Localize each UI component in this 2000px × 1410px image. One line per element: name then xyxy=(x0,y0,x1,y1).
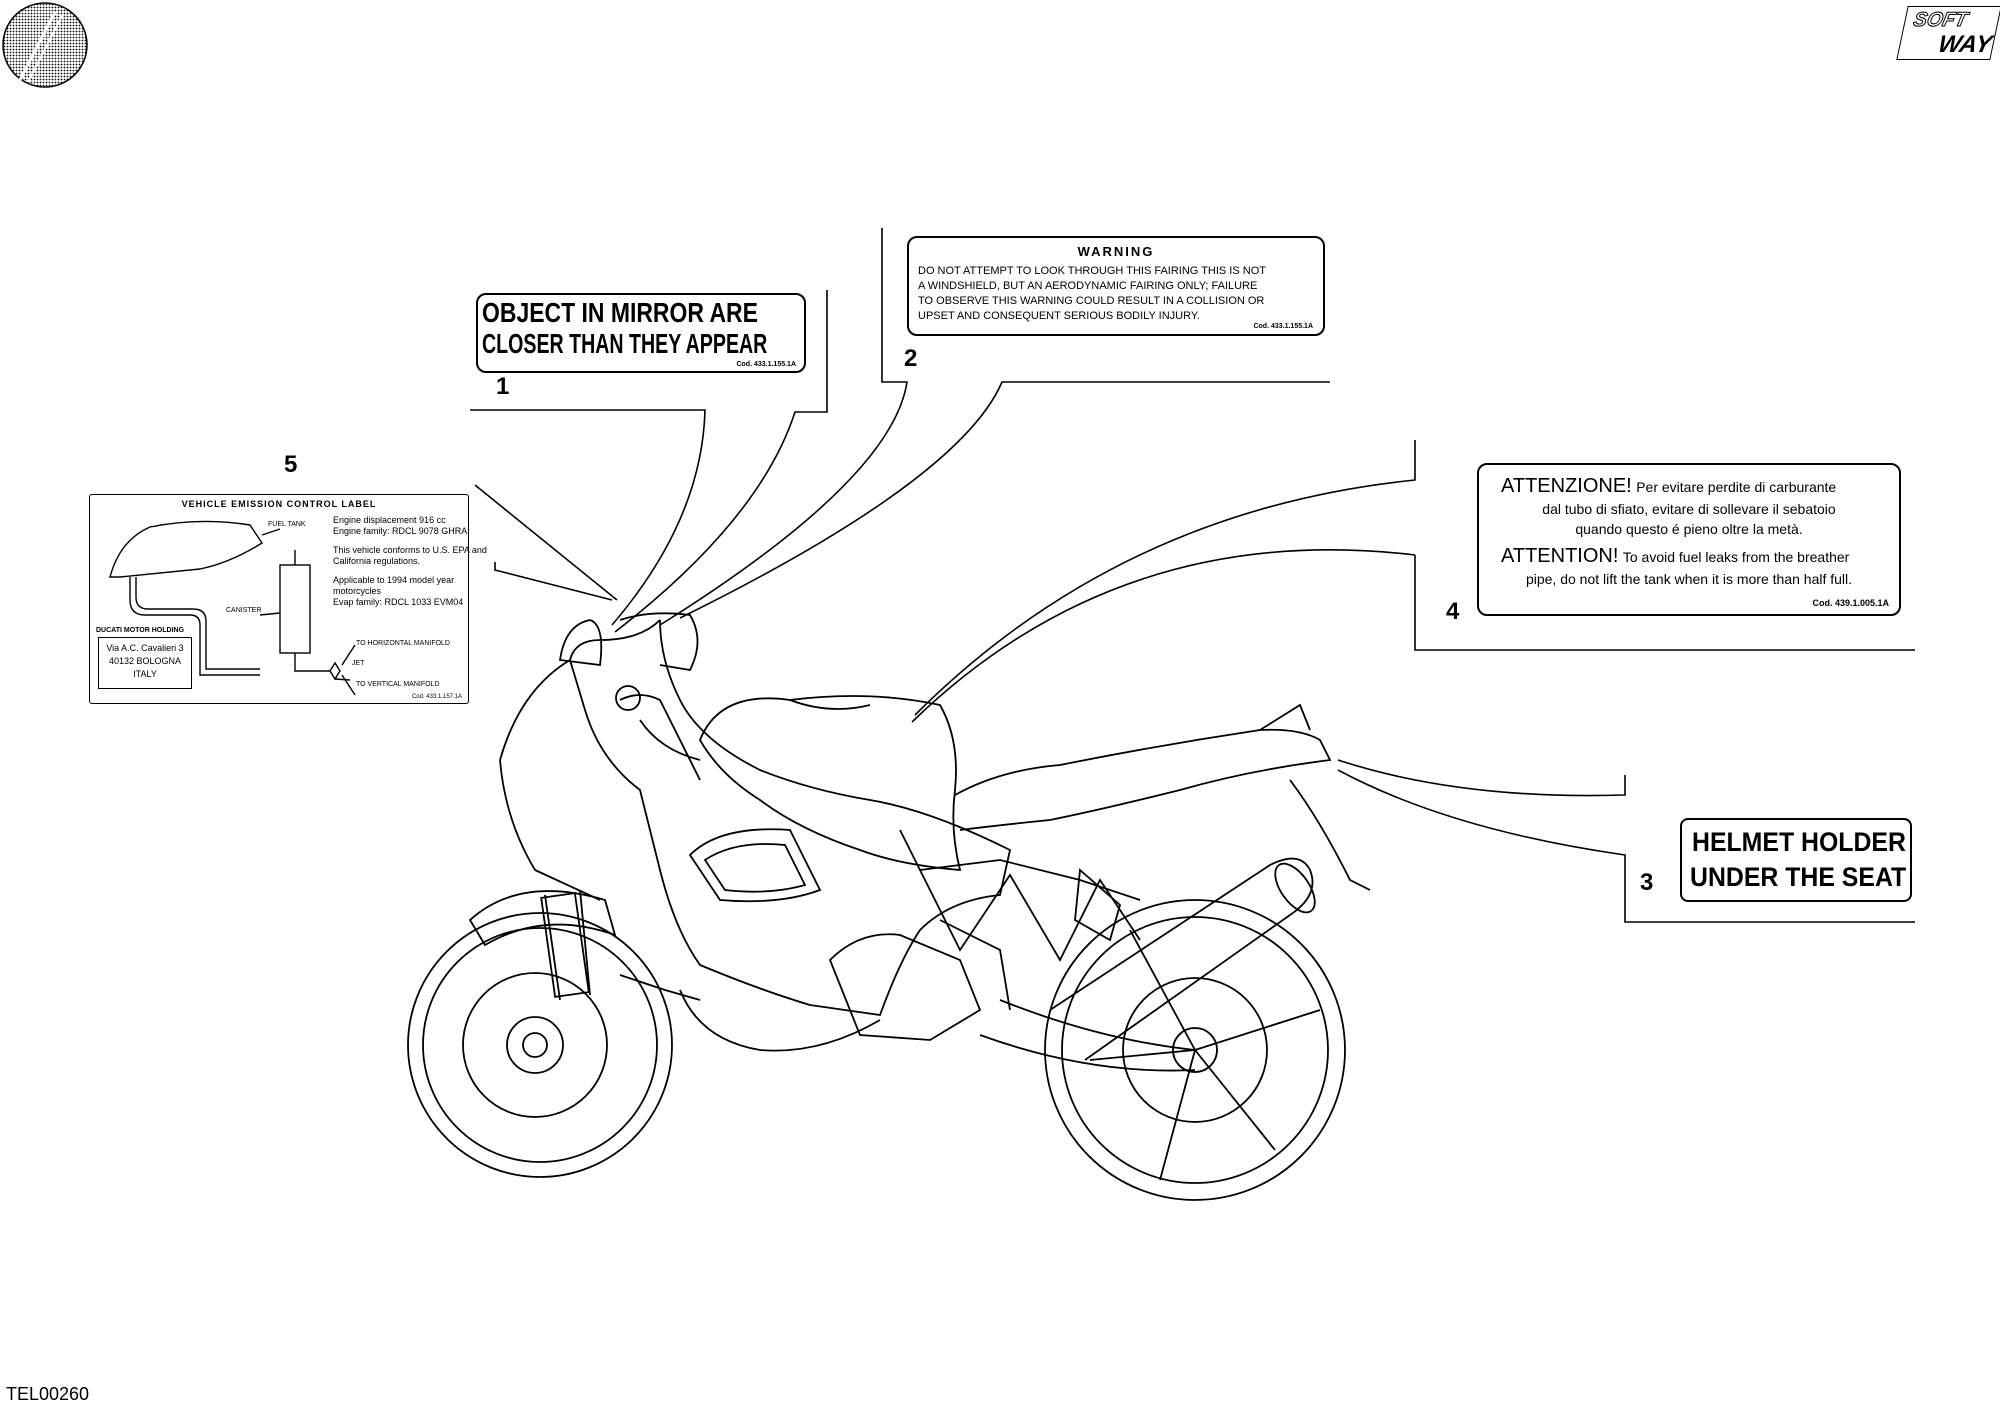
emission-label: VEHICLE EMISSION CONTROL LABEL FUEL TANK… xyxy=(89,494,487,704)
emission-engine-1: Engine displacement 916 cc xyxy=(333,515,446,525)
warning-title: WARNING xyxy=(1077,244,1155,259)
fuel-en-head: ATTENTION! xyxy=(1501,545,1619,567)
emission-address-box: Via A.C. Cavalieri 3 40132 BOLOGNA ITALY xyxy=(98,637,192,689)
mirror-label: OBJECT IN MIRROR ARE CLOSER THAN THEY AP… xyxy=(476,293,806,373)
emission-title: VEHICLE EMISSION CONTROL LABEL xyxy=(181,499,377,509)
fuel-it-line3: quando questo é pieno oltre la metà. xyxy=(1575,521,1803,537)
warning-line-4: UPSET AND CONSEQUENT SERIOUS BODILY INJU… xyxy=(918,310,1200,322)
callout-2: 2 xyxy=(904,345,918,372)
helmet-label: HELMET HOLDER UNDER THE SEAT xyxy=(1680,818,1912,902)
mirror-label-code: Cod. 433.1.155.1A xyxy=(736,361,796,368)
logo-disc xyxy=(2,2,88,88)
emission-canister-label: CANISTER xyxy=(226,607,262,614)
emission-applicable-3: Evap family: RDCL 1033 EVM04 xyxy=(333,597,464,607)
emission-address-2: 40132 BOLOGNA xyxy=(108,656,182,666)
emission-conform-1: This vehicle conforms to U.S. EPA and xyxy=(333,545,487,555)
mirror-label-line2: CLOSER THAN THEY APPEAR xyxy=(482,328,768,359)
emission-manifold-top: TO HORIZONTAL MANIFOLD xyxy=(356,640,450,647)
callout-3: 3 xyxy=(1640,869,1654,896)
warning-line-3: TO OBSERVE THIS WARNING COULD RESULT IN … xyxy=(918,295,1265,307)
emission-engine-2: Engine family: RDCL 9078 GHRA xyxy=(333,526,468,536)
emission-manifold-bottom: TO VERTICAL MANIFOLD xyxy=(356,681,440,688)
emission-tank-label: FUEL TANK xyxy=(268,521,306,528)
warning-line-1: DO NOT ATTEMPT TO LOOK THROUGH THIS FAIR… xyxy=(918,265,1266,277)
drawing-code: TEL00260 xyxy=(6,1384,90,1404)
callout-1: 1 xyxy=(496,373,510,400)
helmet-label-line2: UNDER THE SEAT xyxy=(1690,862,1907,892)
motorcycle-outline xyxy=(407,612,1371,1201)
emission-jet: JET xyxy=(352,660,365,667)
fuel-it-row1: ATTENZIONE! Per evitare perdite di carbu… xyxy=(1501,475,1836,498)
callout-4: 4 xyxy=(1446,598,1460,625)
fuel-it-head: ATTENZIONE! xyxy=(1501,475,1632,497)
warning-label: WARNING DO NOT ATTEMPT TO LOOK THROUGH T… xyxy=(907,236,1325,336)
emission-conform-2: California regulations. xyxy=(333,556,421,566)
brand-badge-line2: WAY xyxy=(1935,31,1995,58)
fuel-en-row1: ATTENTION! To avoid fuel leaks from the … xyxy=(1501,545,1849,568)
callout-5: 5 xyxy=(284,451,298,478)
emission-applicable-1: Applicable to 1994 model year xyxy=(333,575,455,585)
emission-address-1: Via A.C. Cavalieri 3 xyxy=(106,643,184,653)
mirror-label-line1: OBJECT IN MIRROR ARE xyxy=(482,297,758,328)
fuel-label: ATTENZIONE! Per evitare perdite di carbu… xyxy=(1477,463,1901,616)
fuel-it-line1: Per evitare perdite di carburante xyxy=(1636,479,1837,495)
emission-address-3: ITALY xyxy=(133,669,157,679)
emission-maker: DUCATI MOTOR HOLDING xyxy=(96,627,185,634)
fuel-code: Cod. 439.1.005.1A xyxy=(1812,598,1889,608)
emission-schematic xyxy=(109,520,356,696)
fuel-it-line2: dal tubo di sfiato, evitare di sollevare… xyxy=(1542,501,1836,517)
warning-code: Cod. 433.1.155.1A xyxy=(1253,323,1313,330)
leader-lines xyxy=(470,228,1915,923)
brand-badge: SOFT WAY xyxy=(1896,6,2000,60)
emission-applicable-2: motorcycles xyxy=(333,586,382,596)
fuel-en-line2: pipe, do not lift the tank when it is mo… xyxy=(1525,571,1853,587)
warning-line-2: A WINDSHIELD, BUT AN AERODYNAMIC FAIRING… xyxy=(918,280,1258,292)
fuel-en-line1: To avoid fuel leaks from the breather xyxy=(1622,549,1850,565)
helmet-label-line1: HELMET HOLDER xyxy=(1692,827,1906,857)
brand-badge-line1: SOFT xyxy=(1911,9,1970,32)
emission-code: Cod. 433.1.157.1A xyxy=(411,694,462,700)
